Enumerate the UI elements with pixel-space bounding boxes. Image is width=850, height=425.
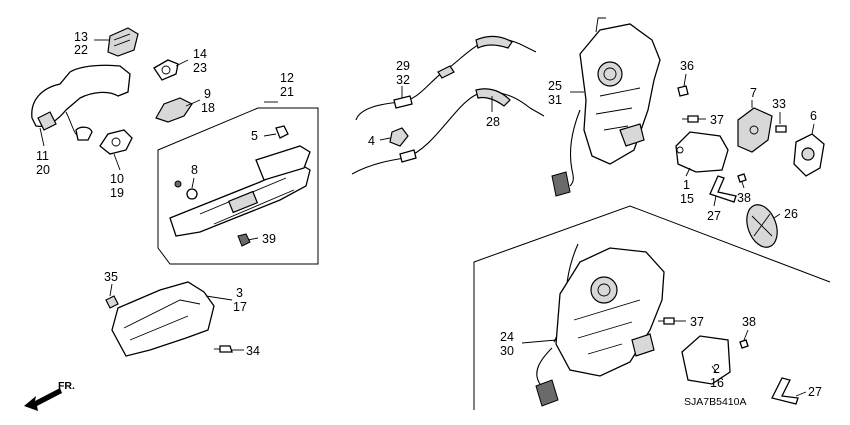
callout-32: 32 <box>396 73 410 87</box>
latch-cover-7 <box>737 107 773 153</box>
base-nut-5 <box>275 125 289 139</box>
outer-handle-base <box>169 145 311 237</box>
callout-2: 2 <box>713 362 720 376</box>
inside-handle <box>105 281 215 357</box>
screw-33 <box>775 125 787 133</box>
handle-base-cover <box>155 97 193 123</box>
callout-20: 20 <box>36 163 50 177</box>
callout-14: 14 <box>193 47 207 61</box>
callout-15: 15 <box>680 192 694 206</box>
bracket-27-upper <box>709 175 737 203</box>
callout-18: 18 <box>201 101 215 115</box>
callout-4: 4 <box>368 134 375 148</box>
callout-27-lower: 27 <box>808 385 822 399</box>
callout-17: 17 <box>233 300 247 314</box>
actuator-2-16 <box>681 335 731 385</box>
bracket-27-lower <box>771 377 799 405</box>
diagram-code: SJA7B5410A <box>684 396 746 408</box>
callout-36: 36 <box>680 59 694 73</box>
callout-7: 7 <box>750 86 757 100</box>
callout-30: 30 <box>500 344 514 358</box>
callout-37-lower: 37 <box>690 315 704 329</box>
callout-5: 5 <box>251 129 258 143</box>
callout-23: 23 <box>193 61 207 75</box>
direction-label: FR. <box>58 380 75 392</box>
callout-1: 1 <box>683 178 690 192</box>
callout-16: 16 <box>710 376 724 390</box>
screw-36 <box>677 85 689 97</box>
callout-24: 24 <box>500 330 514 344</box>
callout-9: 9 <box>204 87 211 101</box>
callout-37-upper: 37 <box>710 113 724 127</box>
handle-protector <box>99 129 133 155</box>
handle-spring <box>153 59 179 81</box>
lower-door-latch <box>535 243 665 407</box>
base-bolt-8 <box>174 180 198 200</box>
callout-11: 11 <box>36 149 49 163</box>
handle-base-group-box <box>157 107 319 265</box>
callout-31: 31 <box>548 93 562 107</box>
front-direction-arrow: FR. <box>24 380 75 411</box>
callout-25: 25 <box>548 79 562 93</box>
upper-door-latch <box>551 17 661 197</box>
screw-37-upper <box>682 115 699 123</box>
striker-6 <box>793 133 825 177</box>
callout-19: 19 <box>110 186 124 200</box>
callout-38-lower: 38 <box>742 315 756 329</box>
screw-34 <box>214 345 233 353</box>
callout-10: 10 <box>110 172 124 186</box>
callout-28: 28 <box>486 115 500 129</box>
lower-cable-28 <box>351 88 545 175</box>
actuator-1-15 <box>675 131 729 173</box>
callout-26: 26 <box>784 207 798 221</box>
callout-3: 3 <box>236 286 243 300</box>
callout-35: 35 <box>104 270 118 284</box>
callout-27-upper: 27 <box>707 209 721 223</box>
lower-latch-group-box <box>473 205 831 410</box>
callout-8: 8 <box>191 163 198 177</box>
base-nut-39 <box>237 233 251 247</box>
handle-cap <box>107 27 139 57</box>
callout-38-upper: 38 <box>737 191 751 205</box>
cable-clip-4 <box>389 127 409 147</box>
callout-22: 22 <box>74 43 88 57</box>
outer-door-handle <box>31 64 131 141</box>
callout-33: 33 <box>772 97 786 111</box>
grommet-26 <box>746 204 778 248</box>
callout-21: 21 <box>280 85 294 99</box>
callout-39: 39 <box>262 232 276 246</box>
callout-labels: 13 22 14 23 9 18 12 21 5 8 11 20 10 19 3… <box>36 30 822 399</box>
callout-12: 12 <box>280 71 294 85</box>
callout-13: 13 <box>74 30 88 44</box>
callout-34: 34 <box>246 344 260 358</box>
leader-lines <box>39 39 815 397</box>
callout-29: 29 <box>396 59 410 73</box>
upper-cable-29-32 <box>355 35 537 121</box>
screw-38-lower <box>739 339 749 349</box>
screw-38-upper <box>737 173 747 183</box>
arrow-left-icon <box>24 388 62 411</box>
callout-6: 6 <box>810 109 817 123</box>
screw-37-lower <box>658 317 675 325</box>
